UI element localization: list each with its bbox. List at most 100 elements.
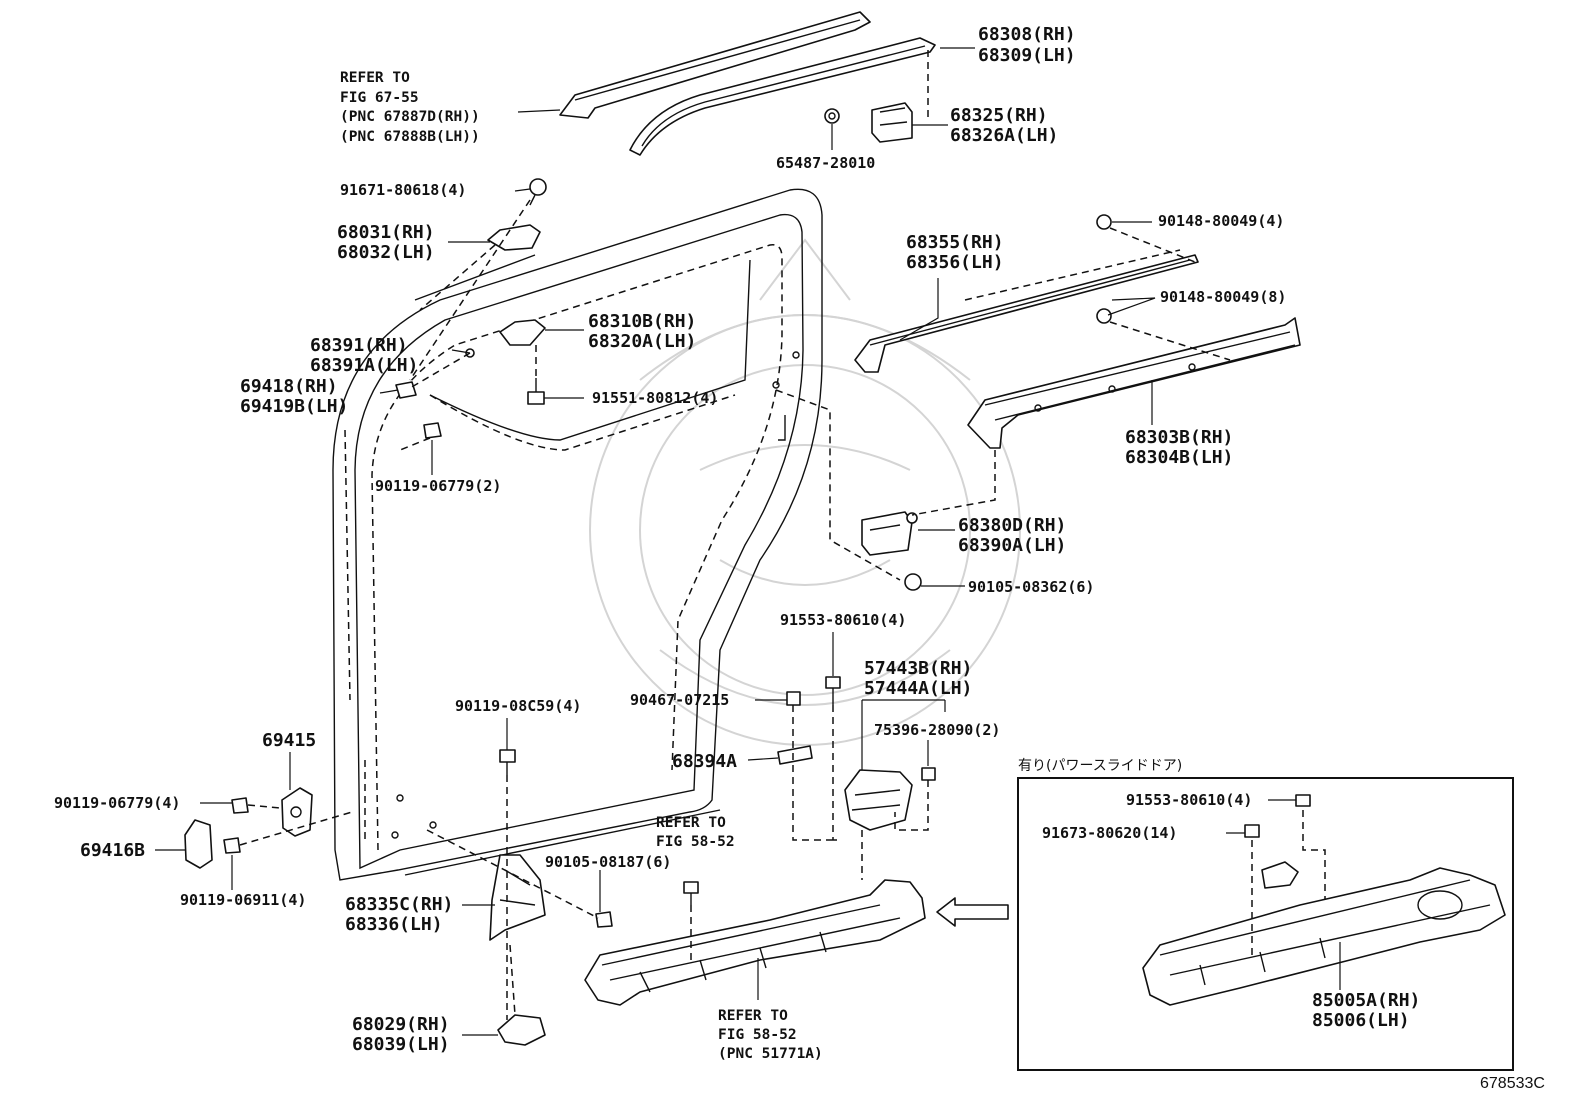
label-68308: 68308(RH) 68309(LH) (978, 24, 1076, 66)
svg-text:68039(LH): 68039(LH) (352, 1034, 450, 1055)
hinge-68335 (489, 854, 546, 941)
svg-text:68336(LH): 68336(LH) (345, 914, 443, 935)
bolt-90148-8 (1096, 308, 1112, 324)
svg-text:FIG 67-55: FIG 67-55 (340, 90, 419, 106)
svg-text:68320A(LH): 68320A(LH) (588, 331, 696, 352)
svg-text:68310B(RH): 68310B(RH) (588, 311, 696, 332)
pad-68394 (777, 745, 813, 765)
inset-panel (1017, 777, 1514, 1071)
label-90119-06911: 90119-06911(4) (180, 891, 306, 909)
svg-text:68326A(LH): 68326A(LH) (950, 125, 1058, 146)
label-68355: 68355(RH) 68356(LH) (906, 232, 1004, 273)
bolt-90119-06779-4 (231, 797, 249, 814)
label-90105-08362: 90105-08362(6) (968, 578, 1094, 596)
svg-text:(PNC 51771A): (PNC 51771A) (718, 1046, 823, 1062)
label-90105-08187: 90105-08187(6) (545, 853, 671, 871)
label-65487: 65487-28010 (776, 154, 875, 172)
svg-text:68031(RH): 68031(RH) (337, 222, 435, 243)
label-68031: 68031(RH) 68032(LH) (337, 222, 435, 263)
lower-rail-assembly (584, 879, 926, 1006)
bolt-91671 (529, 178, 547, 206)
svg-text:57443B(RH): 57443B(RH) (864, 658, 972, 679)
label-91553: 91553-80610(4) (780, 611, 906, 629)
bolt-90119-06911 (223, 837, 241, 854)
dashed-guides (239, 50, 1231, 1020)
svg-text:68380D(RH): 68380D(RH) (958, 515, 1066, 536)
refer-fig-67-55-label: REFER TO FIG 67-55 (PNC 67887D(RH)) (PNC… (340, 70, 480, 145)
svg-text:68391A(LH): 68391A(LH) (310, 355, 418, 376)
label-90119-08c59: 90119-08C59(4) (455, 697, 581, 715)
svg-text:(PNC 67888B(LH)): (PNC 67888B(LH)) (340, 129, 480, 145)
label-68394: 68394A (672, 751, 737, 772)
figure-code: 678533C (1480, 1075, 1545, 1092)
upper-rail-refer (559, 11, 871, 119)
svg-text:68355(RH): 68355(RH) (906, 232, 1004, 253)
svg-text:FIG 58-52: FIG 58-52 (656, 834, 735, 850)
label-68325: 68325(RH) 68326A(LH) (950, 105, 1058, 146)
svg-text:(PNC 67887D(RH)): (PNC 67887D(RH)) (340, 109, 480, 125)
inset-label-91553: 91553-80610(4) (1126, 791, 1252, 809)
label-68303: 68303B(RH) 68304B(LH) (1125, 427, 1233, 468)
center-rail-68303 (967, 317, 1301, 449)
sliding-door-frame (332, 188, 823, 881)
label-75396: 75396-28090(2) (874, 721, 1000, 739)
clip-75396 (921, 767, 936, 781)
inset-label-85005: 85005A(RH) 85006(LH) (1312, 990, 1420, 1031)
refer-fig-58-52-b-label: REFER TO FIG 58-52 (PNC 51771A) (718, 1008, 823, 1062)
label-68380: 68380D(RH) 68390A(LH) (958, 515, 1066, 556)
label-69418: 69418(RH) 69419B(LH) (240, 376, 348, 417)
label-91551: 91551-80812(4) (592, 389, 718, 407)
label-69416: 69416B (80, 840, 145, 861)
upper-rail-68308 (629, 37, 936, 156)
svg-text:FIG 58-52: FIG 58-52 (718, 1027, 797, 1043)
label-69415: 69415 (262, 730, 316, 751)
arrow-left-icon (936, 897, 1009, 927)
bolt-91551 (527, 378, 545, 405)
bolt-90148-4 (1096, 214, 1112, 230)
svg-text:85006(LH): 85006(LH) (1312, 1010, 1410, 1031)
clip-65487 (824, 108, 840, 124)
svg-text:68390A(LH): 68390A(LH) (958, 535, 1066, 556)
bolt-91553 (825, 676, 841, 705)
svg-text:68325(RH): 68325(RH) (950, 105, 1048, 126)
svg-text:68356(LH): 68356(LH) (906, 252, 1004, 273)
svg-text:69418(RH): 69418(RH) (240, 376, 338, 397)
label-90119-06779-4: 90119-06779(4) (54, 794, 180, 812)
bolt-90105-08362 (904, 573, 922, 591)
inset-label-91673: 91673-80620(14) (1042, 824, 1177, 842)
svg-text:57444A(LH): 57444A(LH) (864, 678, 972, 699)
hinge-68031 (487, 224, 541, 251)
svg-text:85005A(RH): 85005A(RH) (1312, 990, 1420, 1011)
watermark-emblem (589, 238, 1021, 746)
svg-text:68309(LH): 68309(LH) (978, 45, 1076, 66)
label-90148-8: 90148-80049(8) (1160, 288, 1286, 306)
motor-57443 (844, 769, 913, 831)
svg-text:68391(RH): 68391(RH) (310, 335, 408, 356)
plate-69416 (184, 819, 213, 869)
svg-text:68032(LH): 68032(LH) (337, 242, 435, 263)
svg-text:REFER TO: REFER TO (656, 815, 726, 831)
svg-text:68029(RH): 68029(RH) (352, 1014, 450, 1035)
leader-lines (155, 47, 1296, 1036)
bolt-90119-06779-2 (423, 422, 442, 439)
label-90119-06779-2: 90119-06779(2) (375, 477, 501, 495)
svg-text:68303B(RH): 68303B(RH) (1125, 427, 1233, 448)
svg-text:68304B(LH): 68304B(LH) (1125, 447, 1233, 468)
roller-68380 (861, 511, 918, 556)
clip-90467 (786, 691, 801, 706)
svg-text:68308(RH): 68308(RH) (978, 24, 1076, 45)
label-90467: 90467-07215 (630, 691, 729, 709)
striker-68310 (499, 319, 546, 346)
bolt-90119-08c59 (499, 749, 516, 775)
label-91671: 91671-80618(4) (340, 181, 466, 199)
bolt-90105-08187 (595, 911, 613, 928)
svg-text:REFER TO: REFER TO (718, 1008, 788, 1024)
hinge-68029 (497, 1014, 546, 1046)
label-68335: 68335C(RH) 68336(LH) (345, 894, 453, 935)
label-68391: 68391(RH) 68391A(LH) (310, 335, 418, 376)
bolt-refer-58-52 (683, 881, 699, 905)
svg-text:68335C(RH): 68335C(RH) (345, 894, 453, 915)
label-57443: 57443B(RH) 57444A(LH) (864, 658, 972, 699)
refer-fig-58-52-a-label: REFER TO FIG 58-52 (656, 815, 735, 850)
